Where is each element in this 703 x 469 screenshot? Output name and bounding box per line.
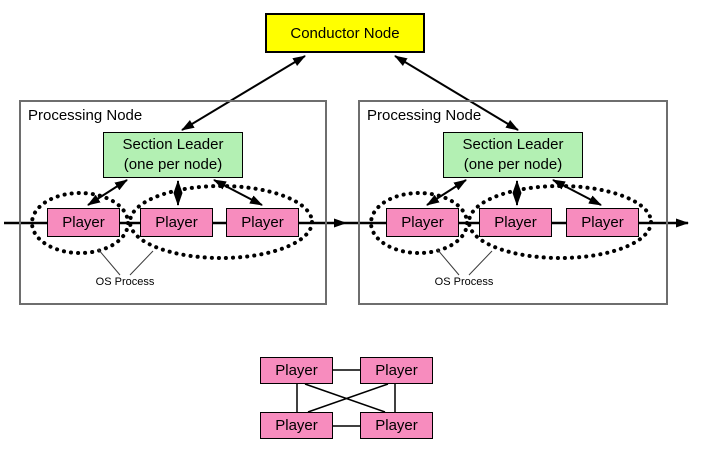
player-box: Player xyxy=(386,208,459,237)
conductor-link-left xyxy=(181,55,306,131)
processing-node-title: Processing Node xyxy=(28,107,143,124)
os-process-label: OS Process xyxy=(95,276,155,288)
leader-player4-link xyxy=(426,179,467,206)
os-process-callout-line xyxy=(97,248,121,276)
player-box: Player xyxy=(47,208,120,237)
os-process-callout-line xyxy=(468,250,493,276)
leader-player6-link xyxy=(552,179,602,206)
cluster-player-box: Player xyxy=(260,412,333,439)
section-leader-line1: Section Leader xyxy=(122,136,224,153)
os-process-callout-line xyxy=(436,248,460,276)
cluster-player-box: Player xyxy=(260,357,333,384)
cluster-player-box: Player xyxy=(360,412,433,439)
player-box: Player xyxy=(479,208,552,237)
section-leader-line2: (one per node) xyxy=(463,156,563,173)
section-leader-line2: (one per node) xyxy=(123,156,223,173)
player-box: Player xyxy=(226,208,299,237)
conductor-node-box: Conductor Node xyxy=(265,13,425,53)
section-leader-left: Section Leader (one per node) xyxy=(103,132,243,178)
conductor-link-right xyxy=(394,55,519,131)
player-box: Player xyxy=(566,208,639,237)
leader-player3-link xyxy=(213,179,263,206)
cluster-player-box: Player xyxy=(360,357,433,384)
leader-player1-link xyxy=(87,179,128,206)
section-leader-right: Section Leader (one per node) xyxy=(443,132,583,178)
os-process-ellipse xyxy=(30,191,130,255)
os-process-callout-line xyxy=(129,250,154,276)
cluster-link-diagonal xyxy=(307,383,389,413)
processing-node-right: Processing Node xyxy=(358,100,668,305)
processing-node-left: Processing Node xyxy=(19,100,327,305)
os-process-ellipse xyxy=(467,184,653,260)
player-box: Player xyxy=(140,208,213,237)
section-leader-line1: Section Leader xyxy=(462,136,564,153)
os-process-ellipse xyxy=(128,184,314,260)
cluster-link-diagonal xyxy=(304,383,386,413)
os-process-ellipse xyxy=(369,191,469,255)
os-process-label: OS Process xyxy=(434,276,494,288)
processing-node-title: Processing Node xyxy=(367,107,482,124)
